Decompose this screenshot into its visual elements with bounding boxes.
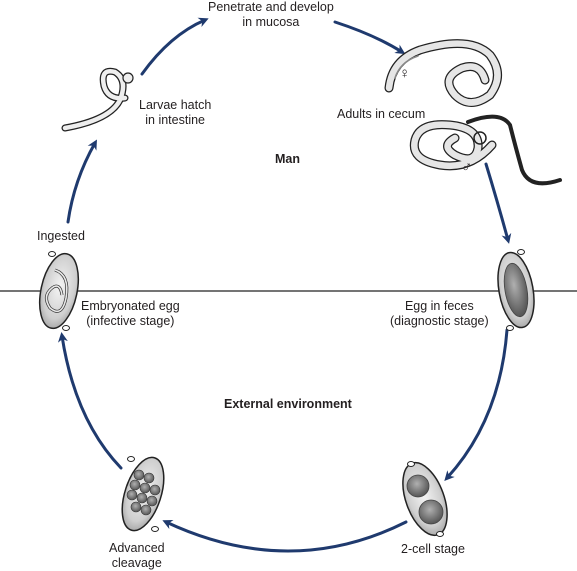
adult-female-worm — [384, 39, 502, 107]
arrow-larvae-to-penetrate — [140, 17, 209, 76]
egg-2cell-illustration — [402, 461, 448, 537]
adult-male-worm — [409, 114, 562, 186]
label-larvae: Larvae hatch in intestine — [139, 98, 211, 128]
label-embryonated-line2: (infective stage) — [86, 314, 175, 328]
label-larvae-line2: in intestine — [145, 113, 206, 127]
cycle-arrows — [57, 17, 512, 553]
egg-advanced-cleavage-illustration — [121, 456, 165, 532]
arrow-feces-to-2cell — [444, 328, 509, 481]
label-environment-region: External environment — [224, 397, 352, 412]
arrow-adults-to-feces — [484, 162, 512, 244]
larva-illustration — [61, 67, 134, 132]
label-host-region: Man — [275, 152, 300, 167]
female-symbol-text: ♀ — [399, 65, 411, 82]
label-advanced-line2: cleavage — [111, 556, 162, 570]
male-symbol-text: ♂ — [461, 159, 473, 176]
label-feces-line1: Egg in feces — [404, 299, 474, 313]
label-ingested: Ingested — [37, 229, 85, 244]
egg-embryonated-illustration — [38, 251, 80, 331]
arrow-advanced-to-embryonated — [57, 332, 123, 470]
label-larvae-line1: Larvae hatch — [139, 98, 212, 112]
label-two-cell-line1: 2-cell stage — [401, 542, 465, 556]
egg-diagnostic-illustration — [497, 249, 535, 331]
label-ingested-line1: Ingested — [37, 229, 85, 243]
label-advanced-line1: Advanced — [109, 541, 165, 555]
arrow-2cell-to-advanced — [162, 520, 408, 553]
arrow-penetrate-to-adults — [333, 20, 406, 55]
label-environment: External environment — [224, 397, 352, 411]
label-embryonated-line1: Embryonated egg — [81, 299, 180, 313]
label-penetrate-line2: in mucosa — [242, 15, 300, 29]
label-advanced: Advanced cleavage — [109, 541, 165, 571]
arrow-ingested-to-larvae — [66, 139, 97, 224]
label-penetrate-line1: Penetrate and develop — [208, 0, 334, 14]
female-symbol: ♀ — [399, 66, 410, 81]
label-host: Man — [275, 152, 300, 166]
label-two-cell: 2-cell stage — [401, 542, 465, 557]
label-penetrate: Penetrate and develop in mucosa — [208, 0, 334, 30]
label-feces: Egg in feces (diagnostic stage) — [390, 299, 489, 329]
label-adults-line1: Adults in cecum — [337, 107, 426, 121]
label-adults: Adults in cecum — [337, 107, 425, 122]
label-feces-line2: (diagnostic stage) — [390, 314, 489, 328]
male-symbol: ♂ — [461, 160, 472, 175]
label-embryonated: Embryonated egg (infective stage) — [81, 299, 180, 329]
